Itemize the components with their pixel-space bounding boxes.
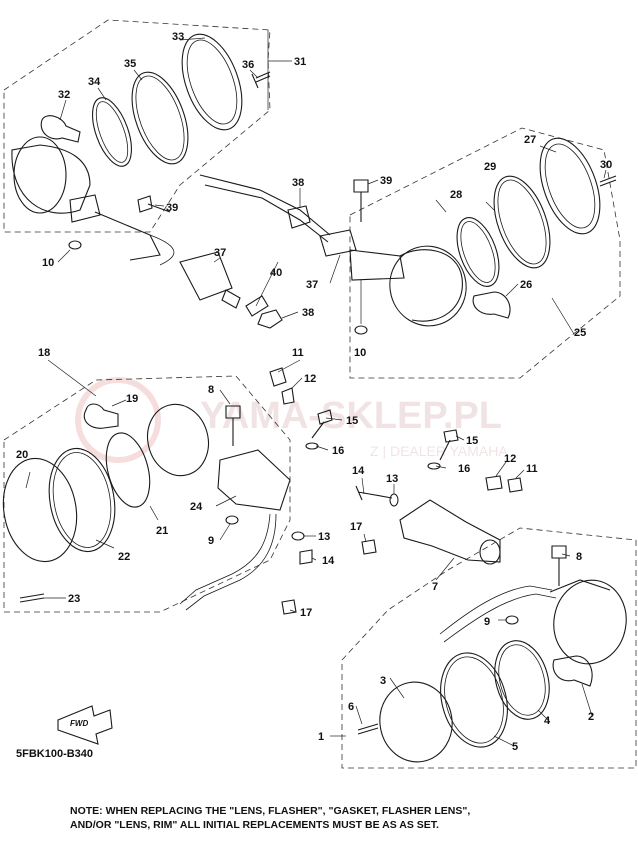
part-label-23: 23 bbox=[68, 593, 80, 605]
part-label-39b: 39 bbox=[380, 175, 392, 187]
stem-front-right bbox=[399, 499, 501, 565]
part-label-13b: 13 bbox=[318, 531, 330, 543]
part-label-15a: 15 bbox=[346, 415, 358, 427]
part-label-16a: 16 bbox=[332, 445, 344, 457]
part-label-37b: 37 bbox=[306, 279, 318, 291]
leader-lines bbox=[25, 30, 607, 747]
part-label-33: 33 bbox=[172, 31, 184, 43]
part-label-25: 25 bbox=[574, 327, 586, 339]
part-label-8b: 8 bbox=[576, 551, 582, 563]
watermark-main: YAMA-SKLEP.PL bbox=[200, 395, 502, 437]
part-label-35: 35 bbox=[124, 58, 136, 70]
assembly-rear-left bbox=[3, 19, 271, 261]
part-label-40: 40 bbox=[270, 267, 282, 279]
part-label-27: 27 bbox=[524, 134, 536, 146]
part-label-38b: 38 bbox=[302, 307, 314, 319]
watermark-sub: Z | DEALER YAMAHA bbox=[370, 443, 508, 459]
assembly-front-right bbox=[341, 527, 637, 769]
part-label-26: 26 bbox=[520, 279, 532, 291]
part-label-12b: 12 bbox=[504, 453, 516, 465]
part-label-1: 1 bbox=[318, 731, 324, 743]
part-label-11a: 11 bbox=[292, 347, 304, 359]
part-label-38a: 38 bbox=[292, 177, 304, 189]
part-label-10b: 10 bbox=[354, 347, 366, 359]
part-label-5: 5 bbox=[512, 741, 518, 753]
part-label-37a: 37 bbox=[214, 247, 226, 259]
note-line-2: AND/OR "LENS, RIM" ALL INITIAL REPLACEME… bbox=[70, 819, 439, 831]
part-label-21: 21 bbox=[156, 525, 168, 537]
part-label-29: 29 bbox=[484, 161, 496, 173]
part-label-11b: 11 bbox=[526, 463, 538, 475]
part-label-8a: 8 bbox=[208, 384, 214, 396]
diagram-code: 5FBK100-B340 bbox=[16, 748, 94, 760]
part-label-17b: 17 bbox=[300, 607, 312, 619]
part-label-39a: 39 bbox=[166, 202, 178, 214]
wiring-rear bbox=[149, 174, 357, 329]
part-label-2: 2 bbox=[588, 711, 594, 723]
part-label-36: 36 bbox=[242, 59, 254, 71]
part-label-22: 22 bbox=[118, 551, 130, 563]
part-label-17a: 17 bbox=[350, 521, 362, 533]
part-label-20: 20 bbox=[16, 449, 28, 461]
fwd-label: FWD bbox=[70, 719, 88, 728]
part-label-14b: 14 bbox=[322, 555, 335, 567]
part-label-18: 18 bbox=[38, 347, 50, 359]
part-label-28: 28 bbox=[450, 189, 462, 201]
part-label-19: 19 bbox=[126, 393, 138, 405]
part-label-6: 6 bbox=[348, 701, 354, 713]
assembly-front-left bbox=[2, 375, 291, 613]
part-labels: 31 32 33 34 35 36 39 10 38 37 40 37 38 3… bbox=[16, 31, 612, 753]
part-label-10a: 10 bbox=[42, 257, 54, 269]
part-label-31: 31 bbox=[294, 56, 306, 68]
part-label-16b: 16 bbox=[458, 463, 470, 475]
assembly-rear-right bbox=[349, 127, 621, 379]
part-label-34: 34 bbox=[88, 76, 101, 88]
part-label-3: 3 bbox=[380, 675, 386, 687]
part-label-30: 30 bbox=[600, 159, 612, 171]
part-label-13a: 13 bbox=[386, 473, 398, 485]
part-label-12a: 12 bbox=[304, 373, 316, 385]
part-label-7: 7 bbox=[432, 581, 438, 593]
fwd-arrow: FWD bbox=[57, 705, 113, 745]
part-label-9a: 9 bbox=[208, 535, 214, 547]
part-label-32: 32 bbox=[58, 89, 70, 101]
part-label-24: 24 bbox=[190, 501, 203, 513]
part-label-4: 4 bbox=[544, 715, 551, 727]
watermark: YAMA-SKLEP.PL Z | DEALER YAMAHA bbox=[75, 377, 508, 463]
part-label-9b: 9 bbox=[484, 616, 490, 628]
part-label-15b: 15 bbox=[466, 435, 478, 447]
note-line-1: NOTE: WHEN REPLACING THE "LENS, FLASHER"… bbox=[70, 805, 471, 817]
replacement-note: NOTE: WHEN REPLACING THE "LENS, FLASHER"… bbox=[70, 804, 590, 832]
part-label-14a: 14 bbox=[352, 465, 365, 477]
